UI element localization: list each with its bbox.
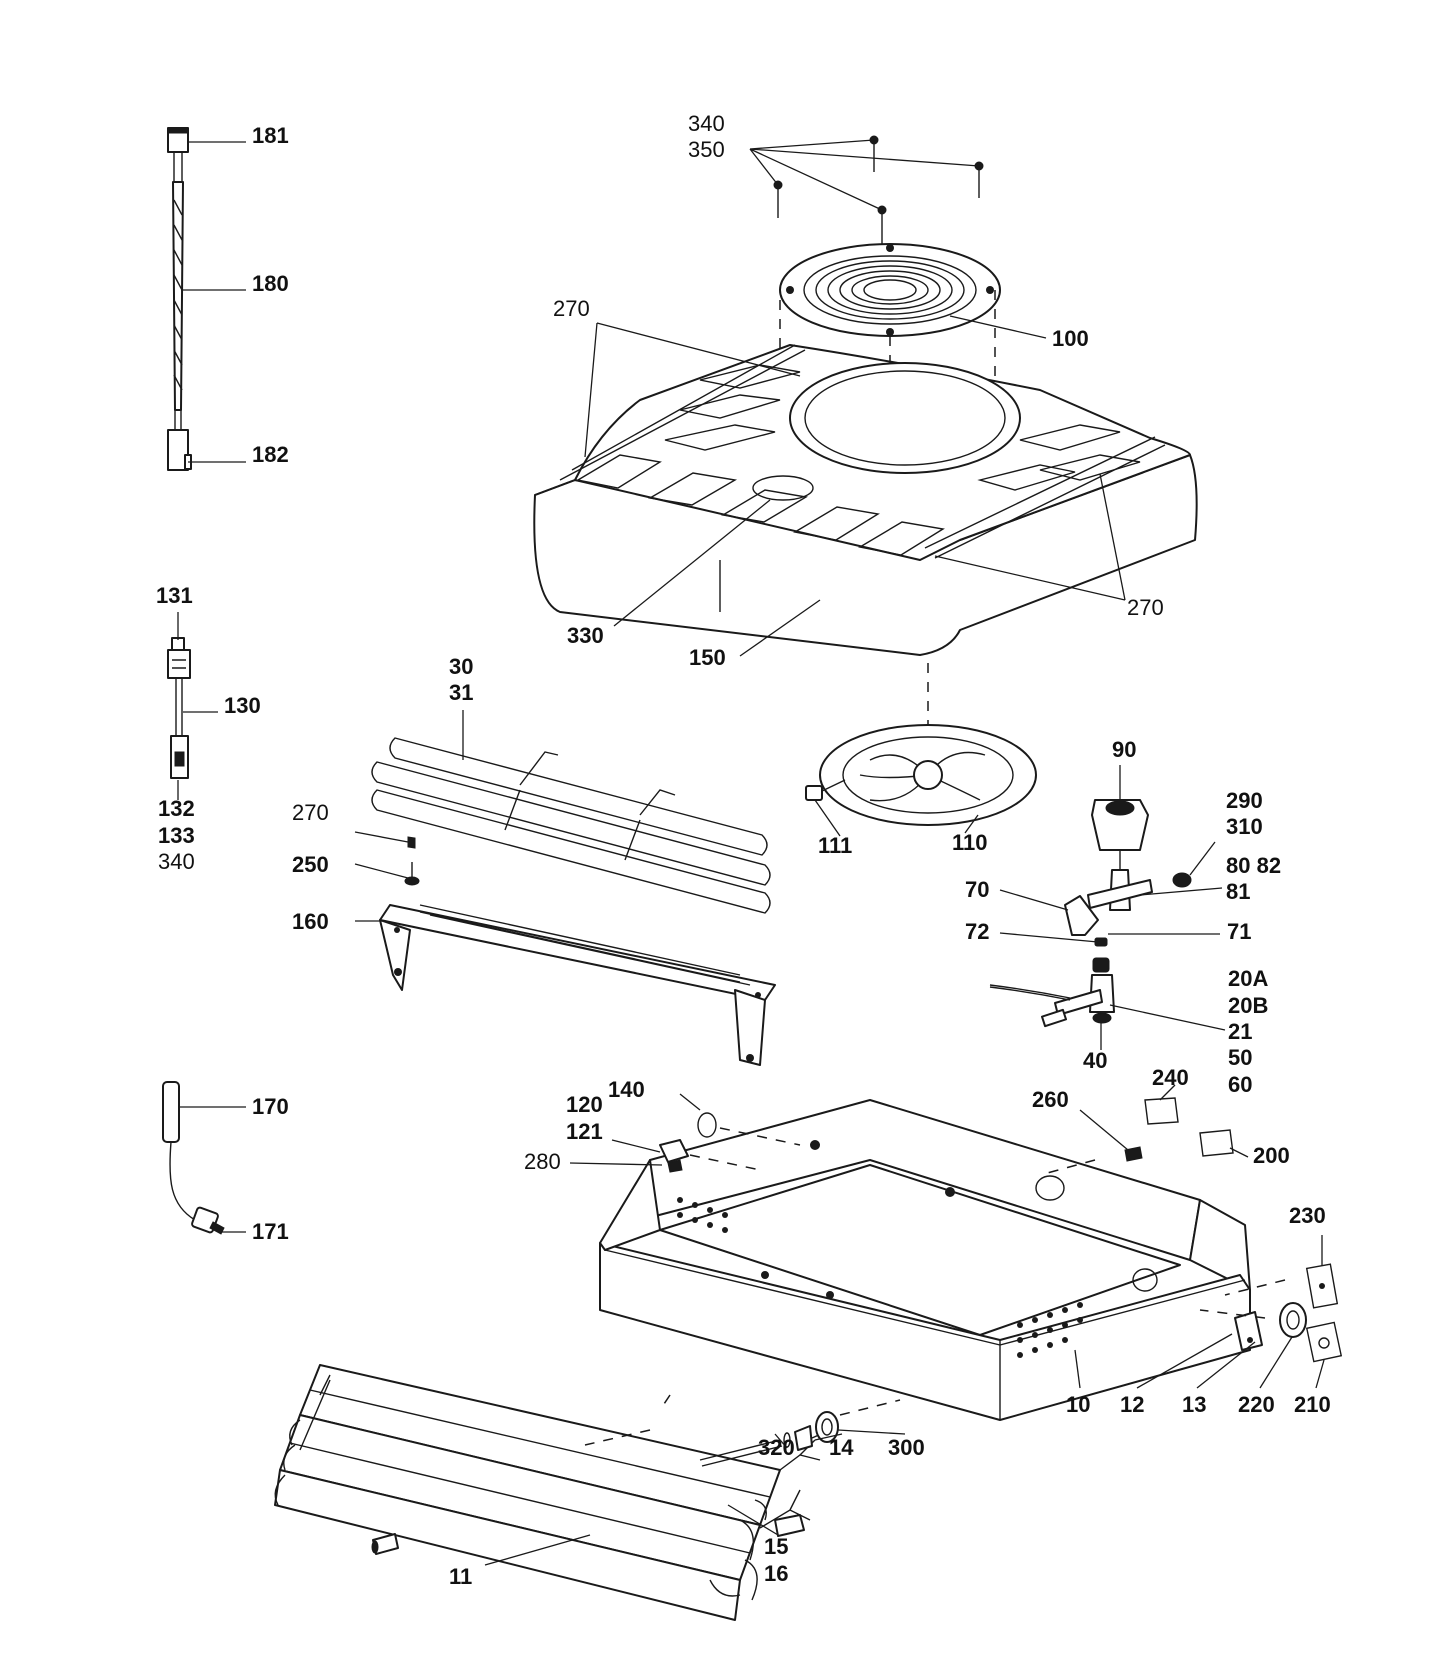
callout-label-290: 290 bbox=[1226, 788, 1263, 813]
evaporator-coil bbox=[274, 1364, 831, 1621]
solenoid-valve-assembly bbox=[989, 799, 1192, 1028]
wire-harness bbox=[167, 127, 192, 471]
base-pan bbox=[599, 1099, 1251, 1421]
callout-label-50: 50 bbox=[1228, 1045, 1252, 1070]
callout-label-110: 110 bbox=[952, 830, 988, 855]
callout-label-13: 13 bbox=[1182, 1392, 1206, 1417]
callout-label-260: 260 bbox=[1032, 1087, 1069, 1112]
callout-label-111: 111 bbox=[818, 833, 852, 858]
callout-label-340b: 340 bbox=[158, 849, 195, 874]
callout-label-160: 160 bbox=[292, 909, 329, 934]
callout-label-72: 72 bbox=[965, 919, 989, 944]
mounting-bracket bbox=[379, 836, 776, 1066]
callout-label-170: 170 bbox=[252, 1094, 289, 1119]
callout-label-15: 15 bbox=[764, 1534, 788, 1559]
callout-label-71: 71 bbox=[1227, 919, 1251, 944]
heater-element bbox=[371, 737, 771, 914]
callout-label-121: 121 bbox=[566, 1119, 603, 1144]
callout-label-132: 132 bbox=[158, 796, 195, 821]
callout-label-240: 240 bbox=[1152, 1065, 1189, 1090]
callout-label-40: 40 bbox=[1083, 1048, 1107, 1073]
callout-label-220: 220 bbox=[1238, 1392, 1275, 1417]
callout-label-100: 100 bbox=[1052, 326, 1089, 351]
callout-label-81: 81 bbox=[1226, 879, 1250, 904]
callout-label-140: 140 bbox=[608, 1077, 645, 1102]
callout-label-20B: 20B bbox=[1228, 993, 1268, 1018]
callout-labels: 1811801823403502701001311301321333403301… bbox=[156, 111, 1331, 1589]
base-small-parts bbox=[659, 1097, 1343, 1363]
callout-label-180: 180 bbox=[252, 271, 289, 296]
fan-grille bbox=[779, 243, 1001, 337]
leader-lines bbox=[177, 139, 1325, 1566]
top-cover bbox=[533, 344, 1198, 656]
callout-label-320: 320 bbox=[758, 1435, 795, 1460]
callout-label-171: 171 bbox=[252, 1219, 289, 1244]
callout-label-14: 14 bbox=[829, 1435, 854, 1460]
tube-fittings bbox=[584, 1394, 901, 1467]
callout-label-230: 230 bbox=[1289, 1203, 1326, 1228]
callout-label-181: 181 bbox=[252, 123, 289, 148]
callout-label-10: 10 bbox=[1066, 1392, 1090, 1417]
callout-label-210: 210 bbox=[1294, 1392, 1331, 1417]
thermostat-bulb bbox=[162, 1081, 225, 1235]
callout-label-90: 90 bbox=[1112, 737, 1136, 762]
callout-label-270a: 270 bbox=[553, 296, 590, 321]
callout-label-60: 60 bbox=[1228, 1072, 1252, 1097]
callout-label-150: 150 bbox=[689, 645, 726, 670]
callout-label-130: 130 bbox=[224, 693, 261, 718]
callout-label-31: 31 bbox=[449, 680, 473, 705]
callout-label-20A: 20A bbox=[1228, 966, 1268, 991]
callout-label-270c: 270 bbox=[292, 800, 329, 825]
callout-label-300: 300 bbox=[888, 1435, 925, 1460]
callout-label-12: 12 bbox=[1120, 1392, 1144, 1417]
sensor-assembly bbox=[167, 637, 191, 779]
callout-label-350: 350 bbox=[688, 137, 725, 162]
callout-label-21: 21 bbox=[1228, 1019, 1252, 1044]
callout-label-70: 70 bbox=[965, 877, 989, 902]
callout-label-270b: 270 bbox=[1127, 595, 1164, 620]
callout-label-8082: 80 82 bbox=[1226, 853, 1281, 878]
screws bbox=[773, 135, 984, 244]
callout-label-16: 16 bbox=[764, 1561, 788, 1586]
callout-label-310: 310 bbox=[1226, 814, 1263, 839]
callout-label-131: 131 bbox=[156, 583, 193, 608]
callout-label-340a: 340 bbox=[688, 111, 725, 136]
callout-label-250: 250 bbox=[292, 852, 329, 877]
callout-label-120: 120 bbox=[566, 1092, 603, 1117]
callout-label-200: 200 bbox=[1253, 1143, 1290, 1168]
callout-label-133: 133 bbox=[158, 823, 195, 848]
callout-label-330: 330 bbox=[567, 623, 604, 648]
callout-label-11: 11 bbox=[449, 1564, 472, 1589]
callout-label-30: 30 bbox=[449, 654, 473, 679]
callout-label-182: 182 bbox=[252, 442, 289, 467]
fan-assembly bbox=[805, 724, 1037, 826]
callout-label-280: 280 bbox=[524, 1149, 561, 1174]
perforations bbox=[677, 1197, 1083, 1358]
